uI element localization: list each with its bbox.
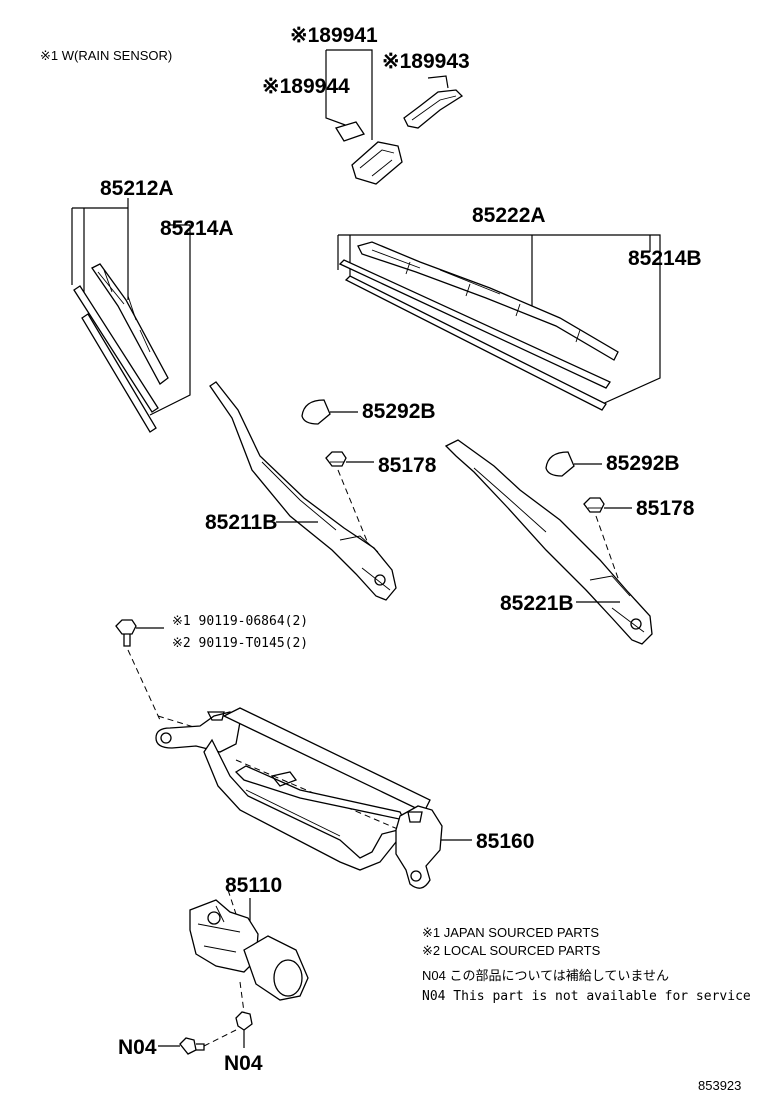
mounting-bolt	[115, 619, 137, 647]
rain-sensor-note: ※1 W(RAIN SENSOR)	[40, 48, 172, 63]
part-label-85178-right[interactable]: 85178	[636, 497, 695, 520]
n04-grommet	[235, 1011, 253, 1031]
part-label-89944[interactable]: ※189944	[262, 75, 350, 98]
part-label-85292B-left[interactable]: 85292B	[362, 400, 436, 423]
wiper-motor-group: 85110	[189, 874, 309, 1013]
arm-nut-left	[325, 451, 347, 467]
part-label-85211B[interactable]: 85211B	[205, 511, 277, 534]
part-label-85221B[interactable]: 85221B	[500, 592, 574, 615]
arm-nut-right	[583, 497, 605, 513]
diagram-id: 853923	[698, 1078, 741, 1093]
part-label-89941[interactable]: ※189941	[290, 24, 378, 47]
wiper-motor	[189, 899, 309, 1001]
part-label-89943[interactable]: ※189943	[382, 50, 470, 73]
bolt-group: ※1 90119-06864(2) ※2 90119-T0145(2)	[115, 614, 308, 721]
part-label-85212A[interactable]: 85212A	[100, 177, 174, 200]
left-wiper-blade	[73, 263, 169, 433]
arm-cap-left	[301, 399, 331, 425]
part-label-85110[interactable]: 85110	[225, 874, 282, 897]
left-arm-group: 85292B 85178 85211B	[205, 381, 437, 601]
legend-n04-jp: N04 この部品については補給していません	[422, 968, 669, 983]
rain-sensor-group: ※189941 ※189944 ※189943	[262, 24, 470, 185]
right-wiper-arm	[444, 439, 653, 645]
n04-label-left[interactable]: N04	[118, 1036, 157, 1059]
legend-japan: ※1 JAPAN SOURCED PARTS	[422, 925, 599, 940]
part-label-85292B-right[interactable]: 85292B	[606, 452, 680, 475]
sensor-pad-89944	[335, 121, 366, 142]
sensor-cover-89943	[403, 75, 464, 129]
legend-n04-en: N04 This part is not available for servi…	[422, 989, 751, 1004]
rain-sensor-89941	[351, 141, 403, 185]
arm-cap-right	[545, 451, 575, 477]
wiper-linkage-group: 85160	[155, 707, 534, 889]
wiper-linkage	[155, 707, 443, 889]
part-label-85178-left[interactable]: 85178	[378, 454, 437, 477]
n04-bolt	[179, 1037, 205, 1055]
legend-local: ※2 LOCAL SOURCED PARTS	[422, 943, 601, 958]
n04-label-bottom[interactable]: N04	[224, 1052, 263, 1075]
left-blade-group: 85212A 85214A	[71, 177, 234, 433]
right-wiper-blade	[338, 241, 619, 411]
part-label-85160[interactable]: 85160	[476, 830, 534, 853]
part-label-85214B[interactable]: 85214B	[628, 247, 702, 270]
left-wiper-arm	[209, 381, 397, 601]
part-label-85222A[interactable]: 85222A	[472, 204, 546, 227]
legend: ※1 JAPAN SOURCED PARTS ※2 LOCAL SOURCED …	[422, 925, 751, 1004]
bolt-label-local[interactable]: ※2 90119-T0145(2)	[172, 636, 308, 651]
n04-fasteners: N04 N04	[118, 1011, 263, 1075]
right-blade-group: 85222A 85214B	[337, 204, 702, 411]
part-label-85214A[interactable]: 85214A	[160, 217, 234, 240]
bolt-label-japan[interactable]: ※1 90119-06864(2)	[172, 614, 308, 629]
right-arm-group: 85292B 85178 85221B	[444, 439, 695, 645]
